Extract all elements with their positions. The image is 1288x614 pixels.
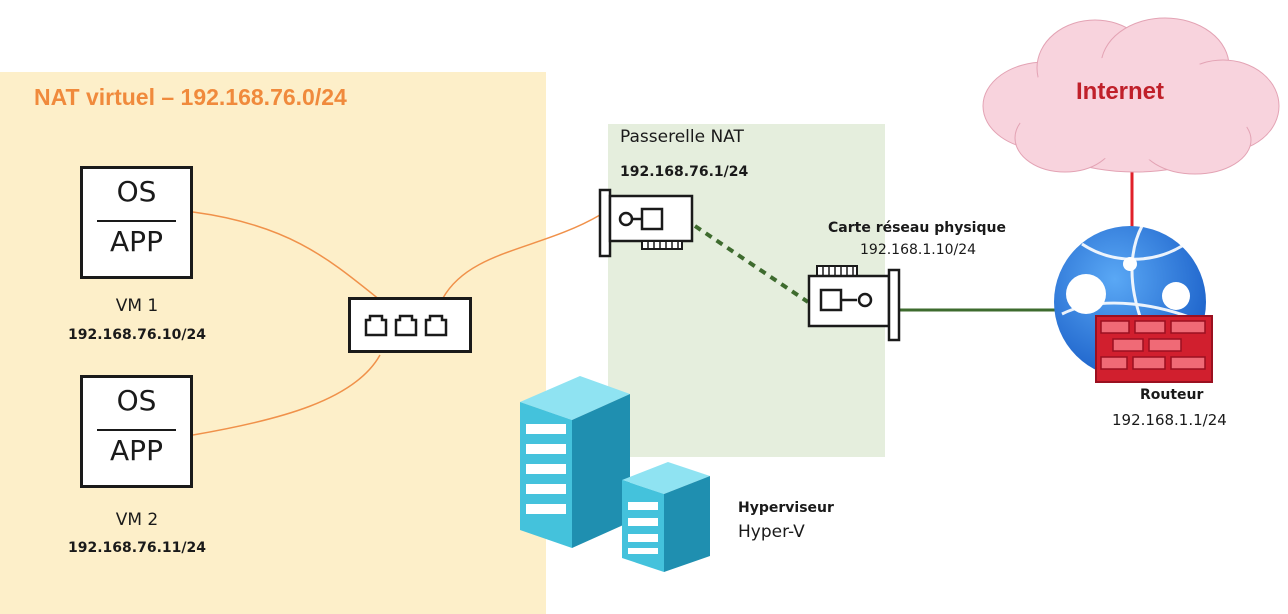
gateway-ip: 192.168.76.1/24 — [620, 164, 749, 180]
hypervisor-title: Hyperviseur — [738, 500, 834, 516]
link-vm1-switch — [192, 211, 381, 301]
vm2-name: VM 2 — [115, 510, 159, 530]
link-switch-gateway — [442, 214, 601, 299]
vm1-os-label: OS — [116, 175, 157, 208]
vm1-name: VM 1 — [115, 296, 159, 316]
vm2-app-label: APP — [110, 434, 163, 467]
hypervisor-subtitle: Hyper-V — [738, 522, 805, 542]
network-card-icon[interactable] — [805, 262, 905, 342]
internet-label: Internet — [1076, 78, 1165, 105]
vm2-icon[interactable]: OS APP — [80, 375, 193, 488]
router-ip: 192.168.1.1/24 — [1112, 411, 1227, 429]
physical-nic-title: Carte réseau physique — [828, 220, 1006, 236]
physical-nic-ip: 192.168.1.10/24 — [860, 242, 977, 258]
gateway-title: Passerelle NAT — [620, 127, 744, 147]
vm1-ip: 192.168.76.10/24 — [68, 327, 206, 343]
cloud-icon — [982, 17, 1280, 175]
nat-zone-title: NAT virtuel – 192.168.76.0/24 — [34, 84, 347, 110]
switch-icon[interactable] — [348, 297, 472, 353]
server-tower-icon[interactable] — [520, 372, 720, 572]
link-vm2-switch — [192, 354, 381, 436]
vm1-separator — [97, 220, 176, 222]
firewall-icon[interactable] — [1095, 315, 1213, 383]
vm2-separator — [97, 429, 176, 431]
vm1-icon[interactable]: OS APP — [80, 166, 193, 279]
router-title: Routeur — [1140, 387, 1204, 403]
link-gateway-nic — [693, 224, 810, 304]
vm2-os-label: OS — [116, 384, 157, 417]
vm2-ip: 192.168.76.11/24 — [68, 540, 206, 556]
vm1-app-label: APP — [110, 225, 163, 258]
virtual-network-card-icon[interactable] — [598, 188, 698, 260]
